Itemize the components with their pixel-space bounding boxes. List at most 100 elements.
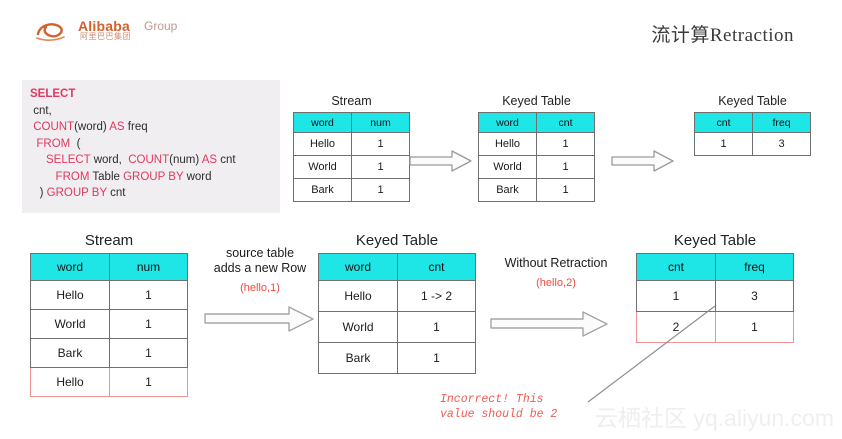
- cell: World: [293, 155, 352, 179]
- callout-pointer-line: [587, 305, 716, 403]
- logo-chinese-text: 阿里巴巴集团: [80, 32, 131, 41]
- sql-keyword: SELECT: [30, 154, 91, 166]
- column-header: freq: [752, 112, 811, 133]
- table-header-row: cnt freq: [636, 253, 794, 281]
- sql-text: ): [30, 187, 47, 199]
- note-line-2: value should be 2: [440, 408, 558, 421]
- top-keyed1-table-wrap: Keyed Table word cnt Hello 1 World 1 Bar…: [478, 94, 595, 202]
- cell: 1: [636, 280, 716, 312]
- cell: Bark: [318, 342, 398, 374]
- annotation-line-1: source table: [225, 246, 295, 260]
- cell-updated-value: 1 -> 2: [397, 280, 476, 312]
- sql-line-3: COUNT(word) AS freq: [30, 119, 272, 136]
- sql-keyword: COUNT: [30, 121, 75, 133]
- table-header-row: word cnt: [478, 112, 595, 133]
- table-row: World 1: [293, 155, 410, 179]
- cell: World: [318, 311, 398, 343]
- top-keyed1-table: word cnt Hello 1 World 1 Bark 1: [478, 112, 595, 202]
- cell: World: [30, 309, 110, 339]
- annotation-line-2: adds a new Row: [213, 261, 307, 275]
- cell: 1: [536, 155, 595, 179]
- cell: 1: [397, 342, 476, 374]
- top-keyed2-table-wrap: Keyed Table cnt freq 1 3: [694, 94, 811, 156]
- sql-keyword: GROUP BY: [46, 187, 107, 199]
- page-title: 流计算Retraction: [651, 25, 794, 46]
- table-row: Hello 1: [30, 280, 188, 310]
- cell: Bark: [478, 178, 537, 202]
- bottom-keyed2-table: cnt freq 1 3 2 1: [636, 253, 794, 343]
- sql-keyword: AS: [201, 154, 218, 166]
- cell: 1: [109, 280, 188, 310]
- sql-text: (num): [169, 154, 202, 166]
- note-line-1: Incorrect! This: [440, 393, 544, 406]
- table-row: Hello 1: [293, 132, 410, 156]
- sql-code-block: SELECT cnt, COUNT(word) AS freq FROM ( S…: [22, 80, 280, 213]
- sql-keyword: GROUP BY: [123, 170, 184, 183]
- annotation-line-1: Without Retraction: [504, 256, 608, 270]
- column-header: freq: [715, 253, 794, 281]
- table-header-row: word num: [30, 253, 188, 281]
- cell: Hello: [478, 132, 537, 156]
- cell: Hello: [30, 280, 110, 310]
- cell: 1: [351, 155, 410, 179]
- sql-text: freq: [124, 121, 148, 133]
- logo-group-text: Group: [144, 19, 178, 33]
- alibaba-logo: Alibaba Group 阿里巴巴集团: [34, 16, 178, 48]
- cell: Bark: [293, 178, 352, 202]
- top-keyed2-table: cnt freq 1 3: [694, 112, 811, 156]
- table-row: Hello 1 -> 2: [318, 280, 476, 312]
- bottom-keyed1-caption: Keyed Table: [355, 232, 439, 249]
- arrow-bottom-1-icon: [204, 306, 314, 332]
- arrow-bottom-2-icon: [490, 311, 608, 337]
- cell: 1: [536, 132, 595, 156]
- table-header-row: word cnt: [318, 253, 476, 281]
- cell: 1: [351, 132, 410, 156]
- column-header: num: [351, 112, 410, 133]
- cell: 1: [536, 178, 595, 202]
- bottom-stream-caption: Stream: [84, 232, 134, 249]
- arrow-top-1-icon: [409, 150, 472, 172]
- sql-keyword: AS: [109, 121, 125, 133]
- sql-text: word: [183, 170, 212, 183]
- cell: Hello: [293, 132, 352, 156]
- top-stream-table-wrap: Stream word num Hello 1 World 1 Bark 1: [293, 94, 410, 202]
- top-keyed1-caption: Keyed Table: [502, 94, 571, 108]
- cell: 2: [636, 311, 716, 343]
- sql-text: (: [70, 137, 81, 150]
- table-row: World 1: [30, 309, 188, 339]
- table-row: World 1: [478, 155, 595, 179]
- column-header: cnt: [536, 112, 595, 133]
- sql-keyword: FROM: [30, 170, 90, 183]
- column-header: cnt: [397, 253, 476, 281]
- annotation-without-retraction: Without Retraction (hello,2): [482, 256, 630, 291]
- site-watermark: 云栖社区 yq.aliyun.com: [594, 405, 834, 431]
- column-header: word: [293, 112, 352, 133]
- cell: 3: [752, 132, 811, 156]
- cell: 1: [397, 311, 476, 343]
- sql-text: Table: [89, 170, 124, 183]
- sql-line-1: SELECT: [30, 86, 272, 103]
- cell: Hello: [318, 280, 398, 312]
- cell: 1: [109, 338, 188, 368]
- top-stream-table: word num Hello 1 World 1 Bark 1: [293, 112, 410, 202]
- bottom-stream-table-wrap: Stream word num Hello 1 World 1 Bark 1 H…: [30, 232, 188, 397]
- bottom-keyed1-table-wrap: Keyed Table word cnt Hello 1 -> 2 World …: [318, 232, 476, 374]
- column-header: word: [318, 253, 398, 281]
- cell: World: [478, 155, 537, 179]
- cell: 1: [109, 367, 188, 397]
- table-row: Bark 1: [293, 178, 410, 202]
- table-row: Bark 1: [478, 178, 595, 202]
- annotation-source-table: source table adds a new Row (hello,1): [196, 246, 324, 296]
- column-header: cnt: [636, 253, 716, 281]
- bottom-keyed2-table-wrap: Keyed Table cnt freq 1 3 2 1: [636, 232, 794, 343]
- sql-text: (word): [74, 121, 110, 133]
- bottom-keyed1-table: word cnt Hello 1 -> 2 World 1 Bark 1: [318, 253, 476, 374]
- table-row-highlighted: 2 1: [636, 311, 794, 343]
- table-header-row: word num: [293, 112, 410, 133]
- sql-line-4: FROM (: [30, 136, 272, 153]
- column-header: cnt: [694, 112, 753, 133]
- sql-text: cnt,: [30, 104, 52, 117]
- sql-line-6: FROM Table GROUP BY word: [30, 169, 272, 186]
- table-row: Bark 1: [318, 342, 476, 374]
- cell: 1: [694, 132, 753, 156]
